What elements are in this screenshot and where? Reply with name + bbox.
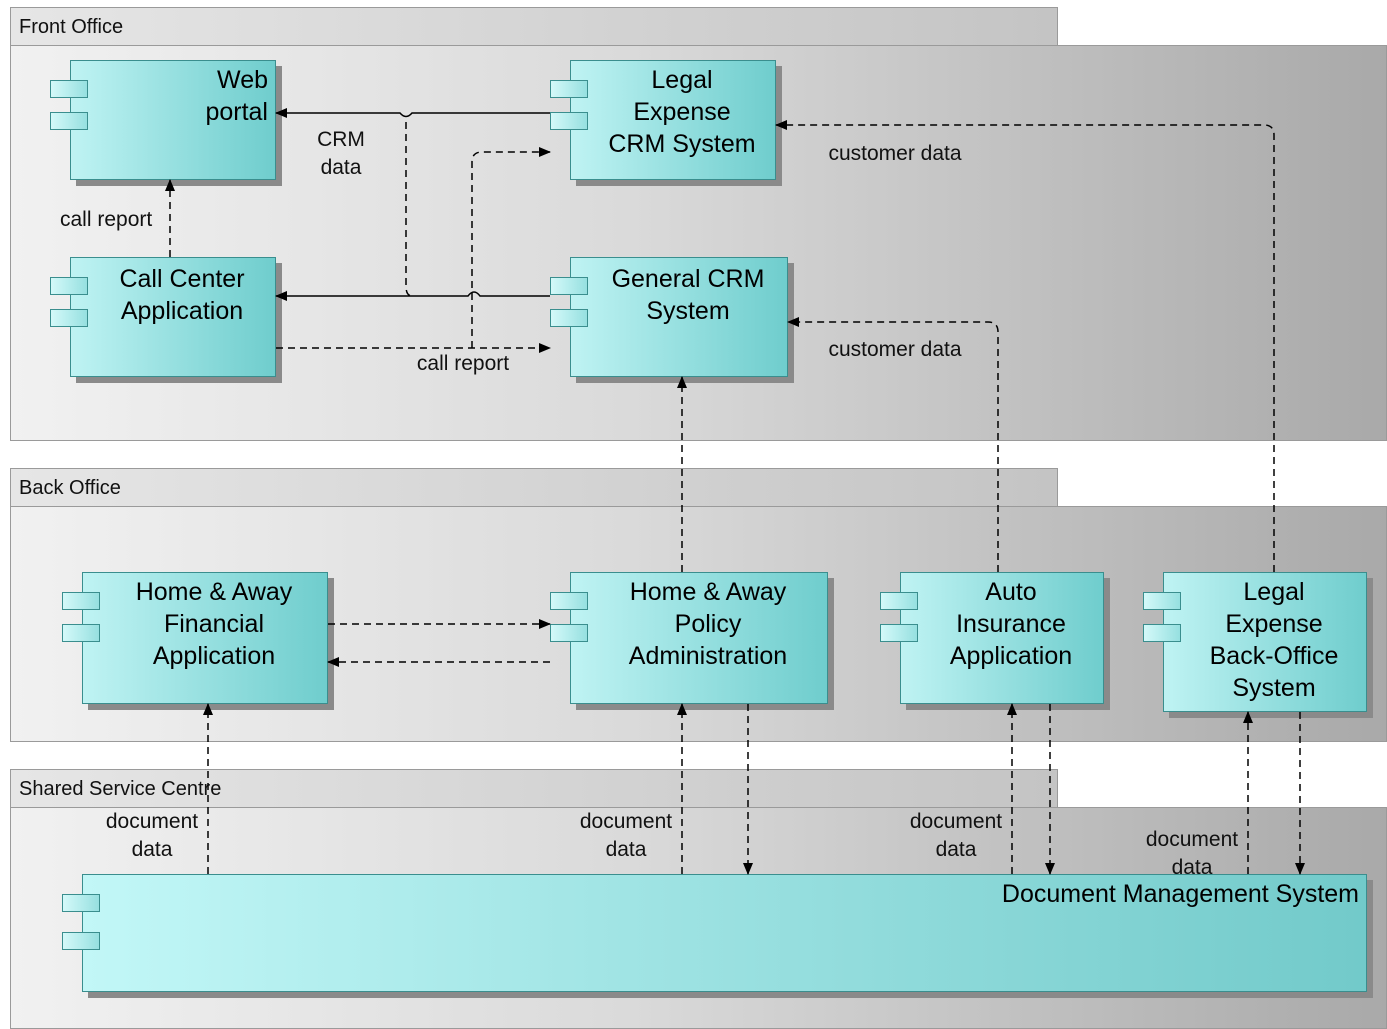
component-tab-icon: [1143, 592, 1181, 610]
component-tab-icon: [550, 112, 588, 130]
component-home-away-financial[interactable]: Home & Away Financial Application: [62, 572, 328, 704]
component-label: Auto Insurance Application: [949, 578, 1073, 670]
component-tab-icon: [62, 624, 100, 642]
component-label: Call Center Application: [119, 265, 245, 325]
component-legal-expense-backoffice[interactable]: Legal Expense Back-Office System: [1143, 572, 1367, 712]
component-tab-icon: [62, 592, 100, 610]
component-tab-icon: [550, 309, 588, 327]
edge-crm-data-to-web-portal: [275, 108, 550, 118]
component-label: Document Management System: [1001, 880, 1359, 908]
edge-label-crm-data: CRM data: [317, 128, 365, 179]
component-tab-icon: [550, 80, 588, 98]
component-label: Web portal: [205, 66, 268, 126]
group-shared-service-centre-tab: Shared Service Centre: [10, 769, 1058, 807]
component-tab-icon: [550, 277, 588, 295]
component-document-management-system[interactable]: Document Management System: [62, 874, 1367, 992]
component-auto-insurance[interactable]: Auto Insurance Application: [880, 572, 1104, 704]
edge-crm-data-vertical: [405, 122, 413, 297]
edge-label-document-data: document data: [579, 810, 673, 861]
component-tab-icon: [62, 894, 100, 912]
edge-customer-data-legal: [775, 120, 1275, 572]
group-back-office-title: Back Office: [19, 477, 121, 499]
component-label: General CRM System: [611, 265, 765, 325]
component-label: Legal Expense CRM System: [608, 66, 756, 158]
component-web-portal[interactable]: Web portal: [50, 60, 276, 180]
group-back-office-tab: Back Office: [10, 468, 1058, 506]
component-label: Home & Away Financial Application: [135, 578, 293, 670]
component-tab-icon: [880, 624, 918, 642]
component-general-crm[interactable]: General CRM System: [550, 257, 788, 377]
component-tab-icon: [50, 277, 88, 295]
edge-label-document-data: document data: [1145, 828, 1239, 879]
edge-label-call-report: call report: [60, 208, 153, 231]
edge-call-report-to-legal-crm: [471, 147, 551, 348]
edge-label-document-data: document data: [105, 810, 199, 861]
component-tab-icon: [50, 80, 88, 98]
component-tab-icon: [550, 624, 588, 642]
edge-label-customer-data: customer data: [828, 338, 962, 361]
component-home-away-policy[interactable]: Home & Away Policy Administration: [550, 572, 828, 704]
component-tab-icon: [50, 112, 88, 130]
component-tab-icon: [880, 592, 918, 610]
edge-customer-data-auto: [787, 317, 999, 572]
component-tab-icon: [1143, 624, 1181, 642]
component-tab-icon: [550, 592, 588, 610]
component-label: Legal Expense Back-Office System: [1209, 578, 1339, 702]
component-tab-icon: [62, 932, 100, 950]
component-tab-icon: [50, 309, 88, 327]
group-front-office-title: Front Office: [19, 16, 124, 38]
edge-label-call-report: call report: [416, 352, 510, 375]
component-legal-expense-crm[interactable]: Legal Expense CRM System: [550, 60, 776, 180]
component-label: Home & Away Policy Administration: [628, 578, 788, 670]
edge-crm-data-to-call-center: [275, 291, 550, 301]
group-shared-service-centre-title: Shared Service Centre: [19, 778, 222, 800]
edge-label-document-data: document data: [909, 810, 1003, 861]
edge-label-customer-data: customer data: [828, 142, 962, 165]
group-front-office-tab: Front Office: [10, 7, 1058, 45]
component-call-center-application[interactable]: Call Center Application: [50, 257, 276, 377]
